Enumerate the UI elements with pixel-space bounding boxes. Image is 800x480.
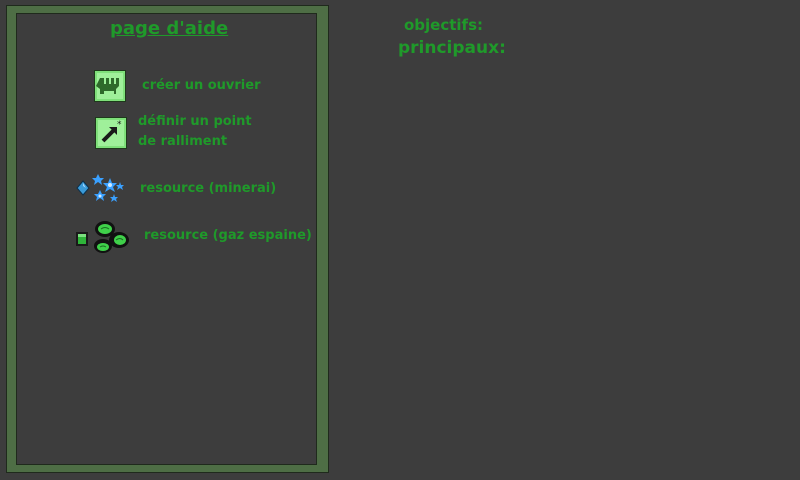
blue-crystal-icon	[92, 174, 124, 202]
rally-arrow-icon[interactable]: *	[95, 117, 127, 149]
help-panel	[16, 13, 317, 465]
help-panel-frame	[6, 5, 329, 473]
mineral-resource-label: resource (minerai)	[140, 181, 277, 196]
objectives-heading: objectifs:	[404, 16, 484, 34]
create-worker-label: créer un ouvrier	[142, 78, 261, 93]
svg-text:*: *	[117, 120, 122, 130]
gas-resource-label: resource (gaz espaine)	[144, 228, 312, 243]
help-page-title: page d'aide	[110, 18, 229, 39]
worker-helmet-icon[interactable]	[94, 70, 126, 102]
green-gas-icon	[94, 221, 129, 253]
gas-canister-icon	[76, 232, 88, 246]
main-objectives-heading: principaux:	[398, 38, 506, 58]
rally-point-label-line1: définir un point	[138, 114, 252, 129]
diamond-icon	[76, 180, 90, 196]
rally-point-label-line2: de ralliment	[138, 134, 228, 149]
